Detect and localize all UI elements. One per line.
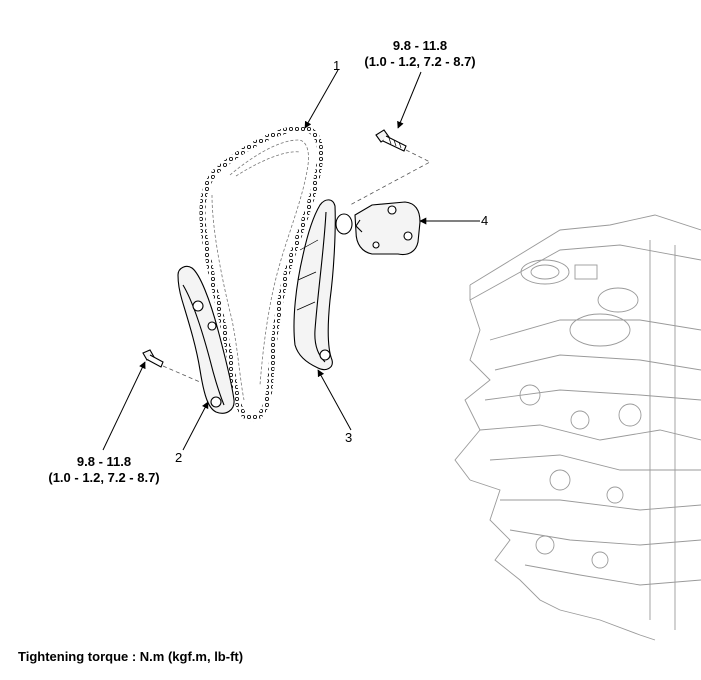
tightening-torque-note: Tightening torque : N.m (kgf.m, lb-ft) [18,649,244,664]
callout-3: 3 [345,430,353,445]
hydraulic-tensioner [335,201,421,256]
torque-left-conversion: (1.0 - 1.2, 7.2 - 8.7) [48,470,160,485]
callout-1: 1 [333,58,341,73]
tensioner-bolt [375,129,407,152]
leader-arrows [102,69,480,451]
torque-spec-left: 9.8 - 11.8 (1.0 - 1.2, 7.2 - 8.7) [24,454,184,486]
torque-top-value: 9.8 - 11.8 [392,38,448,53]
torque-spec-top: 9.8 - 11.8 (1.0 - 1.2, 7.2 - 8.7) [340,38,500,70]
tensioner-arm-bolt [142,349,164,368]
torque-left-value: 9.8 - 11.8 [76,454,132,469]
alignment-lines [162,149,431,383]
torque-top-conversion: (1.0 - 1.2, 7.2 - 8.7) [364,54,476,69]
chain-tensioner-arm [177,265,235,414]
callout-2: 2 [175,450,183,465]
engine-block [454,214,701,641]
timing-chain [199,124,324,422]
chain-guide [293,199,336,371]
callout-4: 4 [481,213,489,228]
